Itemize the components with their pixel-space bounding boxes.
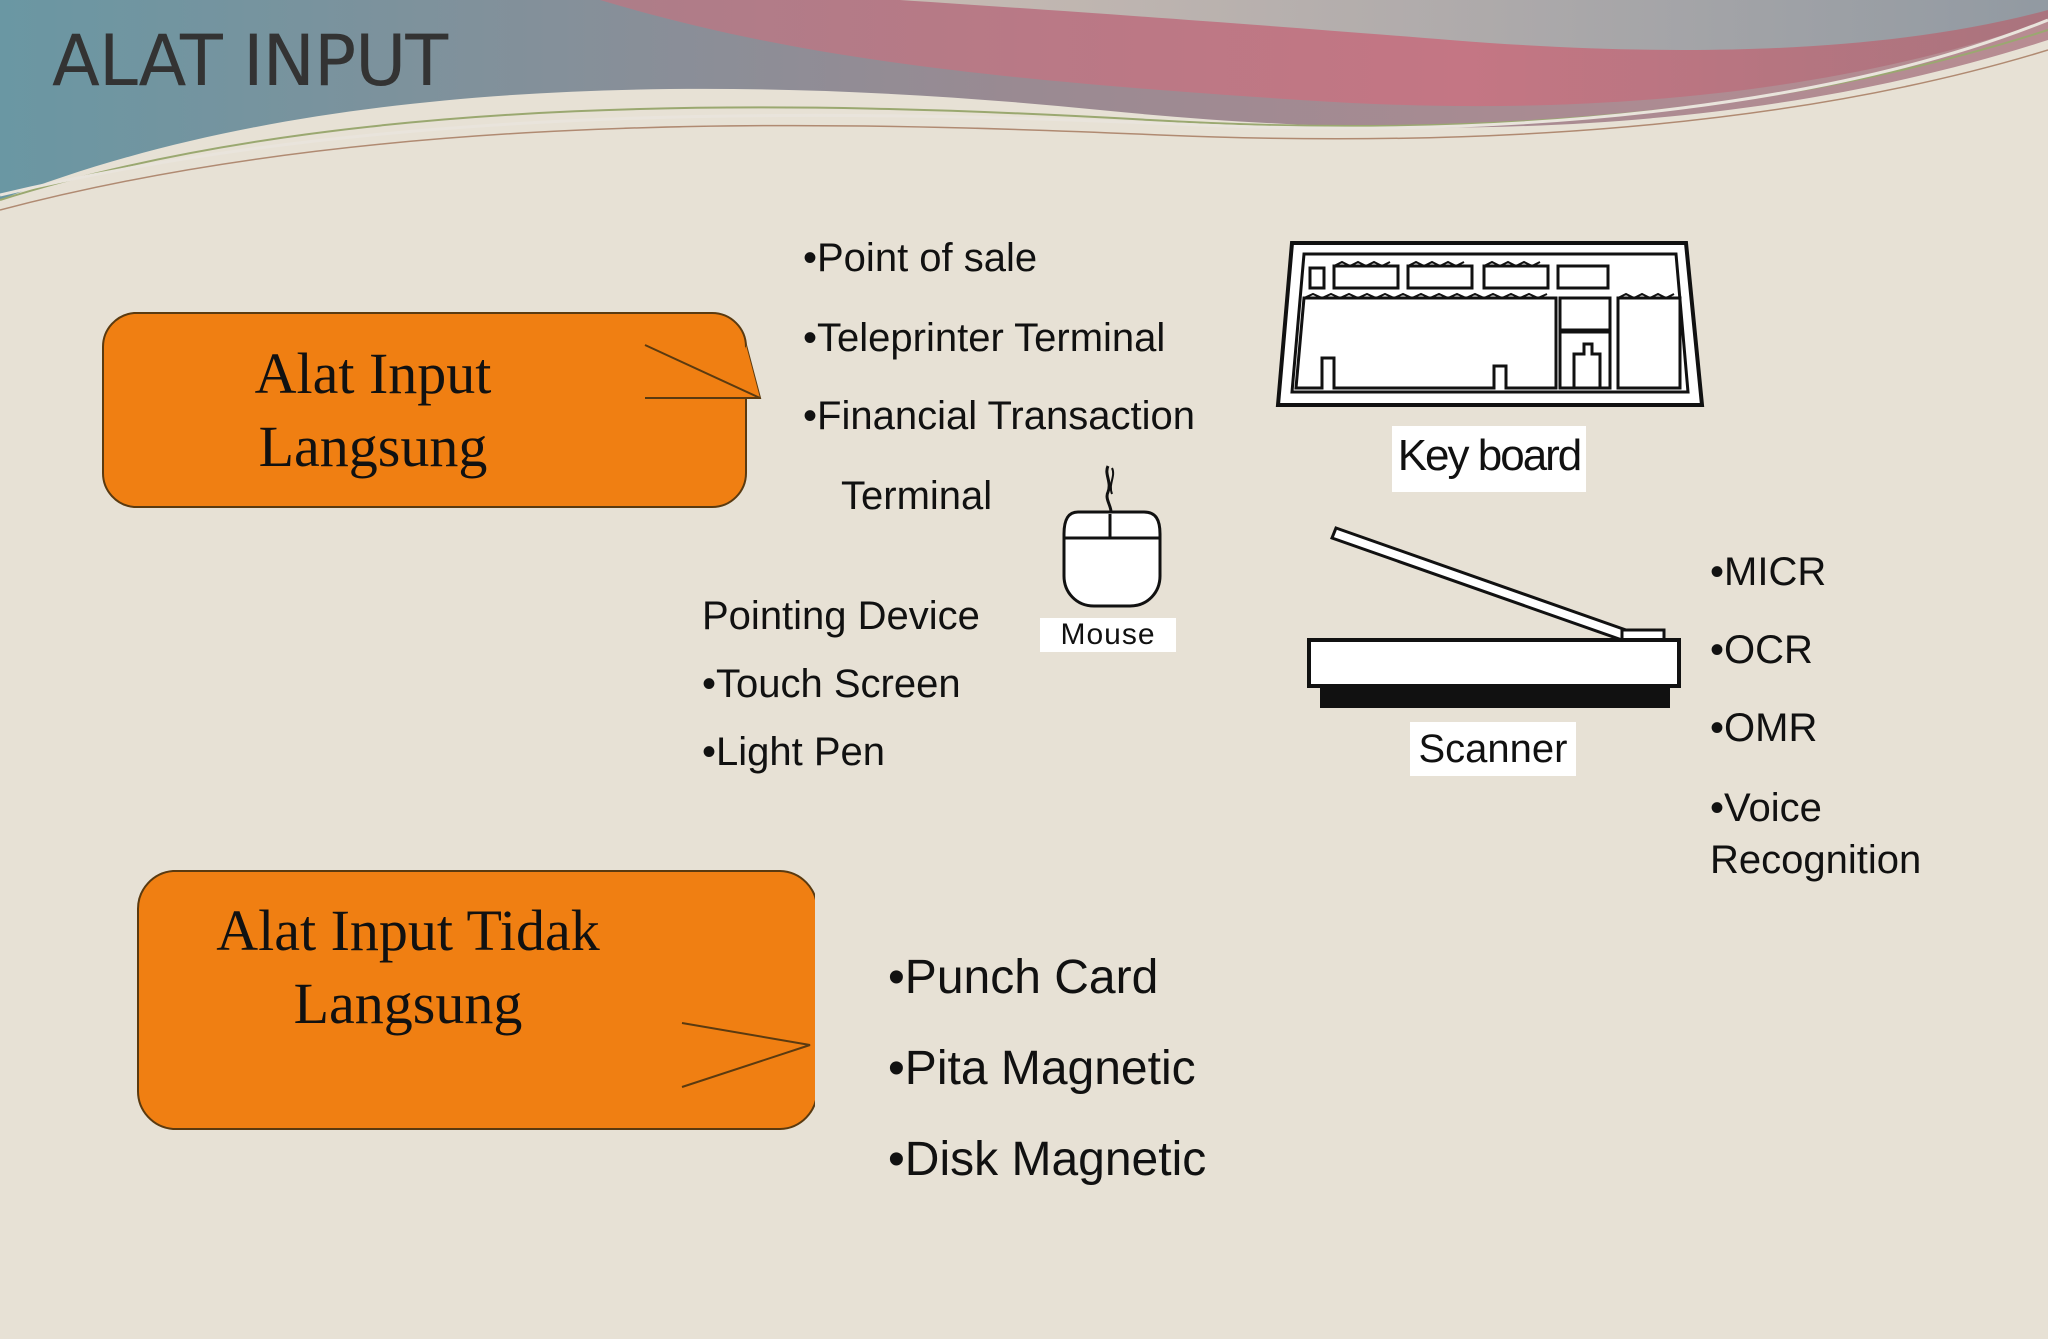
direct-item-financial-cont: Terminal <box>841 474 993 518</box>
callout-indirect-tail <box>681 1022 811 1088</box>
recognition-item-voice: •Voice <box>1710 786 1822 830</box>
pointing-heading: Pointing Device <box>702 594 980 638</box>
direct-item-teleprinter: •Teleprinter Terminal <box>803 316 1166 360</box>
indirect-item-punch-card: •Punch Card <box>888 951 1159 1004</box>
mouse-icon <box>1062 465 1162 608</box>
direct-item-financial: •Financial Transaction <box>803 394 1195 438</box>
indirect-item-disk-magnetic: •Disk Magnetic <box>888 1133 1207 1186</box>
scanner-icon <box>1307 526 1681 708</box>
recognition-item-ocr: •OCR <box>1710 628 1813 672</box>
callout-direct-tail <box>644 344 761 399</box>
direct-item-point-of-sale: •Point of sale <box>803 236 1038 280</box>
callout-indirect-line2: Langsung <box>293 970 523 1036</box>
callout-direct-text: Alat Input Langsung <box>103 338 643 483</box>
pointing-item-light-pen: •Light Pen <box>702 730 886 774</box>
pointing-item-touch-screen: •Touch Screen <box>702 662 961 706</box>
page-title: ALAT INPUT <box>52 20 448 102</box>
callout-direct-line1: Alat Input <box>254 341 492 406</box>
recognition-item-micr: •MICR <box>1710 550 1827 594</box>
recognition-item-voice-cont: Recognition <box>1710 838 1922 882</box>
keyboard-label: Key board <box>1392 426 1586 492</box>
callout-direct-bubble <box>101 312 762 508</box>
recognition-item-omr: •OMR <box>1710 706 1818 750</box>
callout-indirect-line1: Alat Input Tidak <box>216 898 600 963</box>
callout-indirect-bubble <box>136 870 815 1130</box>
mouse-label: Mouse <box>1040 618 1176 652</box>
callout-indirect-text: Alat Input Tidak Langsung <box>138 895 678 1040</box>
header-wave-decoration <box>0 0 2048 211</box>
scanner-label: Scanner <box>1410 722 1576 776</box>
callout-direct-line2: Langsung <box>258 413 488 479</box>
keyboard-icon <box>1275 241 1705 407</box>
indirect-item-pita-magnetic: •Pita Magnetic <box>888 1042 1196 1095</box>
